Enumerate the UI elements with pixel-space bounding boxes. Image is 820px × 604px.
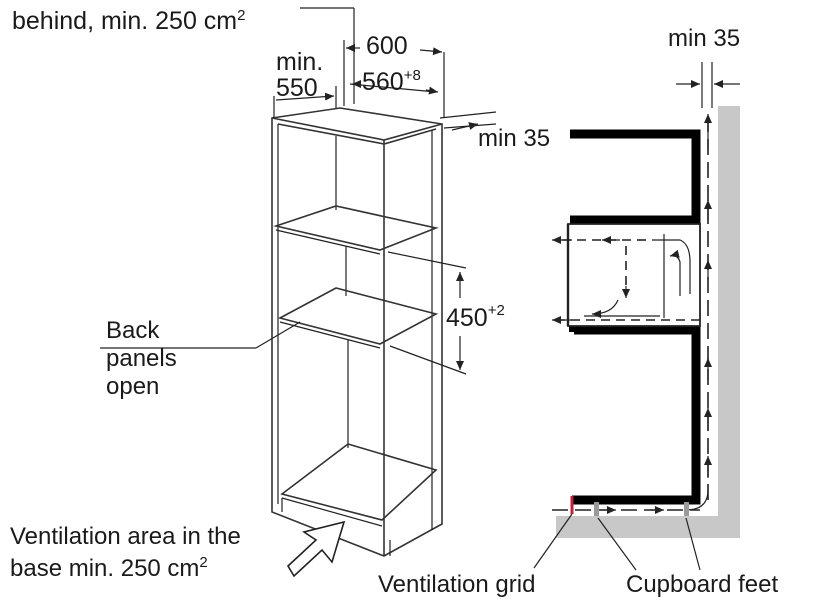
dimension-550 <box>273 86 337 118</box>
dimension-600-label: 600 <box>366 32 408 60</box>
back-panels-label-line1: Back <box>106 317 160 344</box>
min-550-label-line1: min. <box>276 48 323 76</box>
back-panels-leader <box>100 321 301 349</box>
dimension-450 <box>387 251 467 375</box>
dimension-450-label: 450+2 <box>446 302 505 332</box>
top-opening-leader <box>300 7 355 104</box>
top-opening-label: behind, min. 250 cm2 <box>12 7 245 35</box>
back-panels-label-line2: panels <box>106 345 177 372</box>
base-ventilation-arrow <box>286 520 346 578</box>
base-vent-label-line2: base min. 250 cm2 <box>10 554 208 582</box>
dimension-560-label: 560+8 <box>362 67 421 96</box>
base-vent-label-line1: Ventilation area in the <box>10 523 241 550</box>
back-panels-label-line3: open <box>106 373 159 400</box>
min35-right-label: min 35 <box>668 25 740 52</box>
dimension-600-560 <box>343 40 445 118</box>
dimension-min35-left <box>439 111 497 131</box>
cupboard-feet-label: Cupboard feet <box>626 571 778 598</box>
min35-left-label: min 35 <box>478 125 550 152</box>
cabinet-drawing <box>271 107 443 557</box>
cross-section <box>533 62 740 571</box>
min-550-label-line2: 550 <box>276 74 318 102</box>
ventilation-grid-label: Ventilation grid <box>378 571 535 598</box>
